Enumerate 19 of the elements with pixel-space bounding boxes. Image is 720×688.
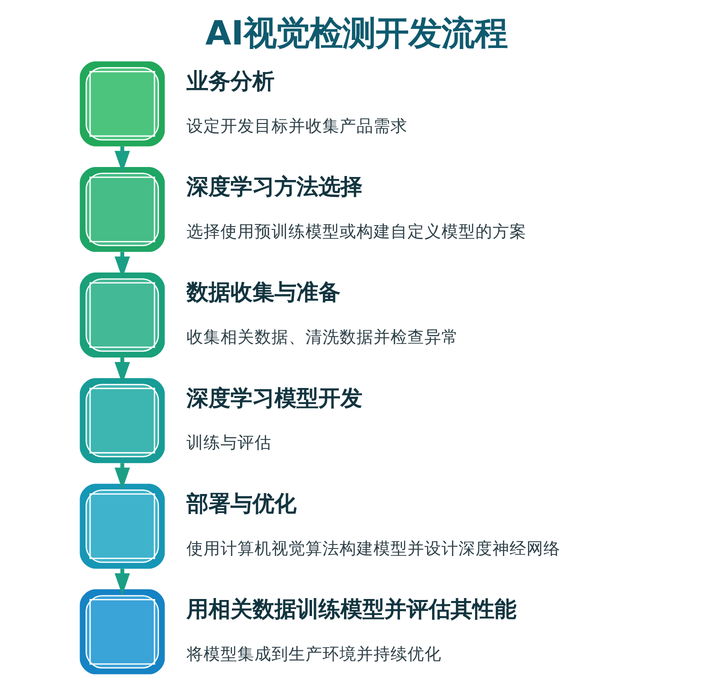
node-box bbox=[79, 61, 164, 146]
node-box bbox=[79, 378, 164, 464]
node-label: 将模型集成到生产环境并持续优化 bbox=[186, 643, 442, 664]
node-label: 选择使用预训练模型或构建自定义模型的方案 bbox=[186, 220, 526, 241]
node-box bbox=[79, 589, 164, 674]
node-label: 深度学习模型开发 bbox=[186, 386, 362, 412]
node-box bbox=[79, 484, 164, 569]
node-label: 业务分析 bbox=[186, 70, 274, 95]
node-label: 训练与评估 bbox=[186, 432, 272, 452]
node-label: 收集相关数据、清洗数据并检查异常 bbox=[186, 326, 458, 347]
node-label: 用相关数据训练模型并评估其性能 bbox=[186, 597, 516, 622]
node-label: 使用计算机视觉算法构建模型并设计深度神经网络 bbox=[186, 538, 560, 558]
node-label: 数据收集与准备 bbox=[186, 280, 340, 306]
node-box bbox=[79, 166, 164, 252]
node-box bbox=[79, 272, 164, 358]
node-label: 深度学习方法选择 bbox=[186, 175, 362, 200]
diagram-title: AI视觉检测开发流程 bbox=[204, 13, 508, 52]
node-label: 部署与优化 bbox=[186, 492, 296, 517]
node-label: 设定开发目标并收集产品需求 bbox=[186, 115, 408, 136]
